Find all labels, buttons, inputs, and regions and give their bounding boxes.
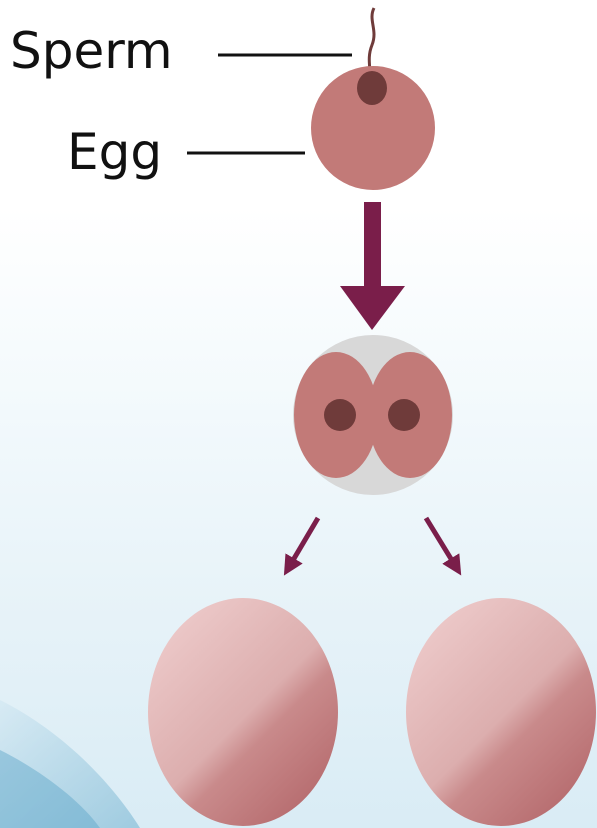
left-nucleus	[324, 399, 356, 431]
right-offspring-egg	[406, 598, 596, 826]
right-split-arrow	[426, 518, 456, 567]
left-split-arrow	[289, 518, 318, 567]
sperm-head	[357, 71, 387, 105]
main-arrow-head	[340, 286, 405, 330]
right-nucleus	[388, 399, 420, 431]
main-arrow-shaft	[364, 202, 381, 292]
left-offspring-egg	[148, 598, 338, 826]
